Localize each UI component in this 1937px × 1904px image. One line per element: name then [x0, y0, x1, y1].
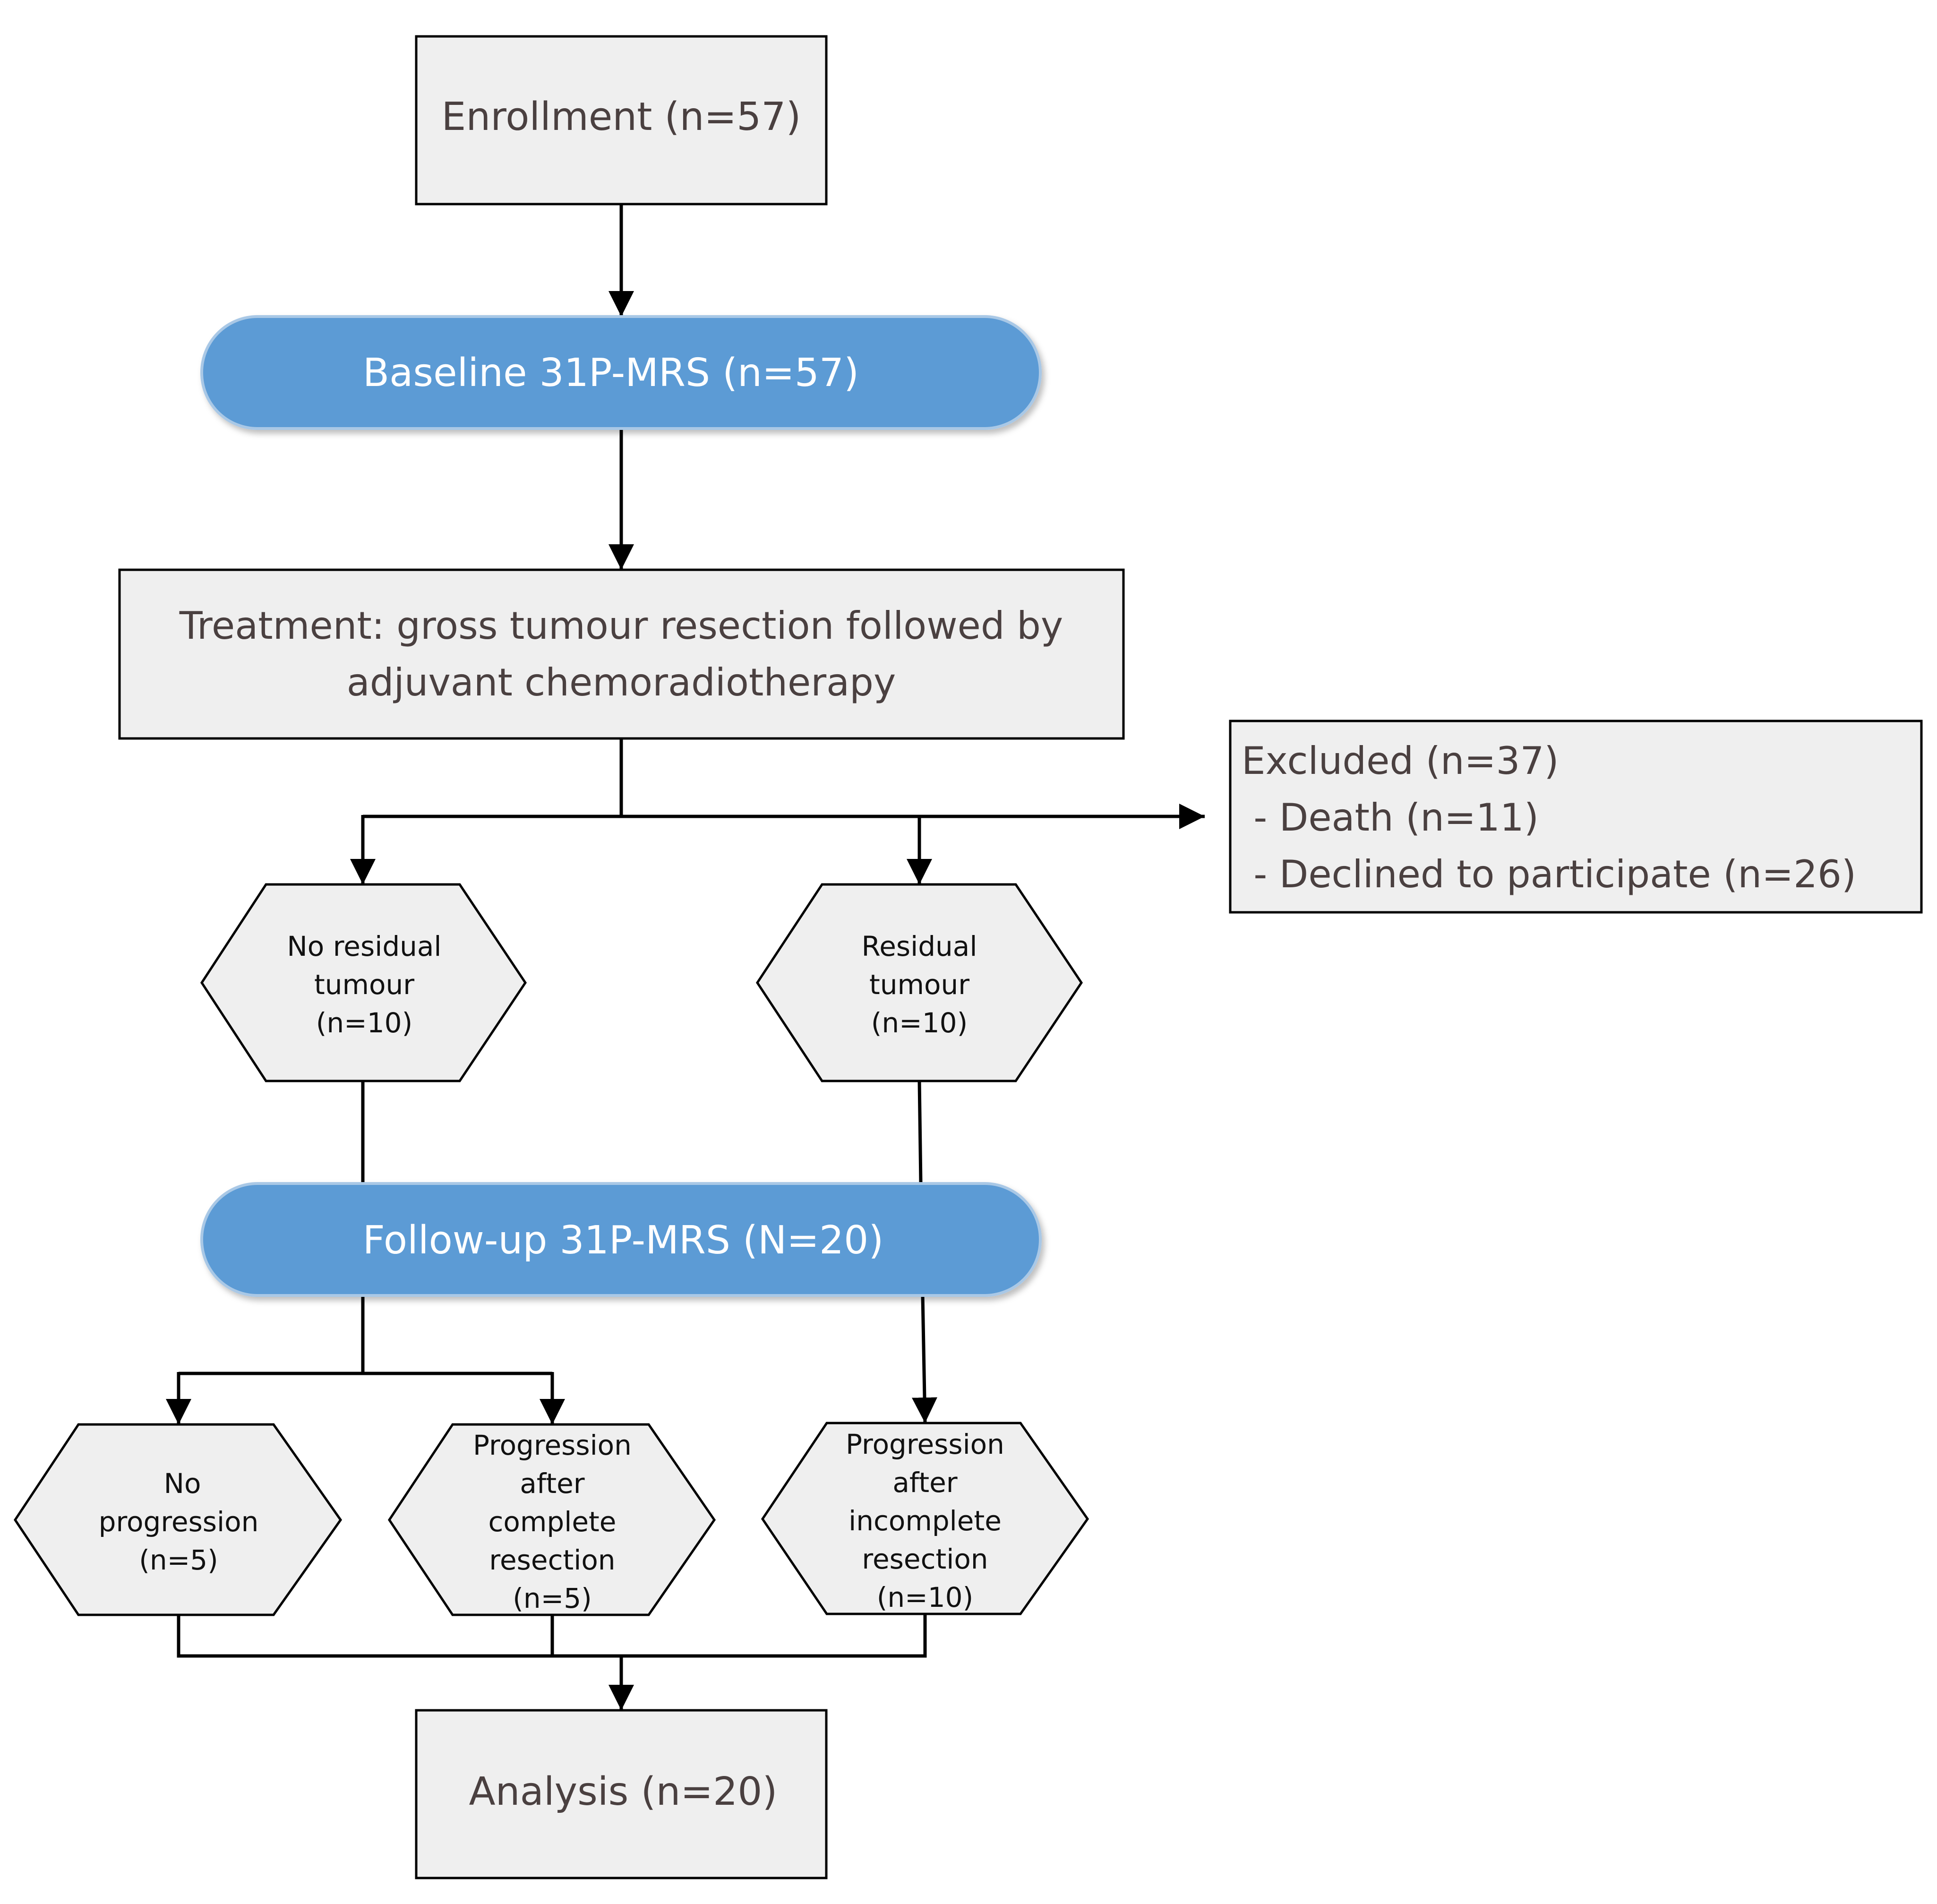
enrollment-label: Enrollment (n=57)	[442, 94, 801, 139]
excluded-box: Excluded (n=37) - Death (n=11) - Decline…	[1229, 720, 1923, 914]
excluded-death: - Death (n=11)	[1242, 796, 1539, 840]
analysis-box: Analysis (n=20)	[415, 1709, 828, 1879]
prog-complete-line3: complete	[489, 1506, 617, 1538]
followup-label: Follow-up 31P-MRS (N=20)	[363, 1218, 884, 1263]
no-progression-hexagon: No progression (n=5)	[13, 1423, 343, 1616]
treatment-box: Treatment: gross tumour resection follow…	[118, 568, 1125, 740]
followup-pill: Follow-up 31P-MRS (N=20)	[200, 1182, 1042, 1297]
baseline-pill: Baseline 31P-MRS (n=57)	[200, 315, 1042, 430]
prog-complete-line5: (n=5)	[513, 1582, 592, 1614]
prog-incomplete-line1: Progression	[846, 1428, 1004, 1460]
prog-complete-line2: after	[520, 1467, 584, 1500]
analysis-label: Analysis (n=20)	[469, 1769, 778, 1814]
no-progression-line2: progression	[99, 1506, 259, 1538]
excluded-title: Excluded (n=37)	[1242, 739, 1559, 783]
prog-incomplete-line5: (n=10)	[877, 1581, 973, 1613]
residual-hexagon: Residual tumour (n=10)	[756, 883, 1083, 1082]
progression-incomplete-hexagon: Progression after incomplete resection (…	[761, 1422, 1089, 1615]
no-residual-line1: No residual	[287, 930, 441, 962]
residual-line3: (n=10)	[871, 1007, 968, 1039]
treatment-line1: Treatment: gross tumour resection follow…	[179, 604, 1063, 648]
progression-complete-hexagon: Progression after complete resection (n=…	[387, 1423, 716, 1616]
excluded-declined: - Declined to participate (n=26)	[1242, 852, 1856, 896]
residual-line2: tumour	[869, 969, 969, 1001]
no-residual-line3: (n=10)	[316, 1007, 412, 1039]
no-residual-hexagon: No residual tumour (n=10)	[200, 883, 527, 1082]
residual-line1: Residual	[862, 930, 977, 962]
no-progression-line3: (n=5)	[139, 1544, 218, 1576]
connectors	[166, 204, 1205, 1710]
prog-complete-line1: Progression	[473, 1429, 632, 1461]
line-residual-to-followup	[917, 1081, 923, 1184]
arrow-to-prog-incomplete	[912, 1295, 937, 1424]
baseline-label: Baseline 31P-MRS (n=57)	[363, 351, 859, 395]
prog-incomplete-line3: incomplete	[849, 1505, 1002, 1537]
prog-complete-line4: resection	[489, 1544, 615, 1576]
prog-incomplete-line2: after	[892, 1467, 957, 1499]
treatment-line2: adjuvant chemoradiotherapy	[347, 660, 896, 704]
enrollment-box: Enrollment (n=57)	[415, 35, 828, 206]
prog-incomplete-line4: resection	[862, 1543, 988, 1575]
no-residual-line2: tumour	[314, 969, 414, 1001]
no-progression-line1: No	[164, 1467, 201, 1500]
